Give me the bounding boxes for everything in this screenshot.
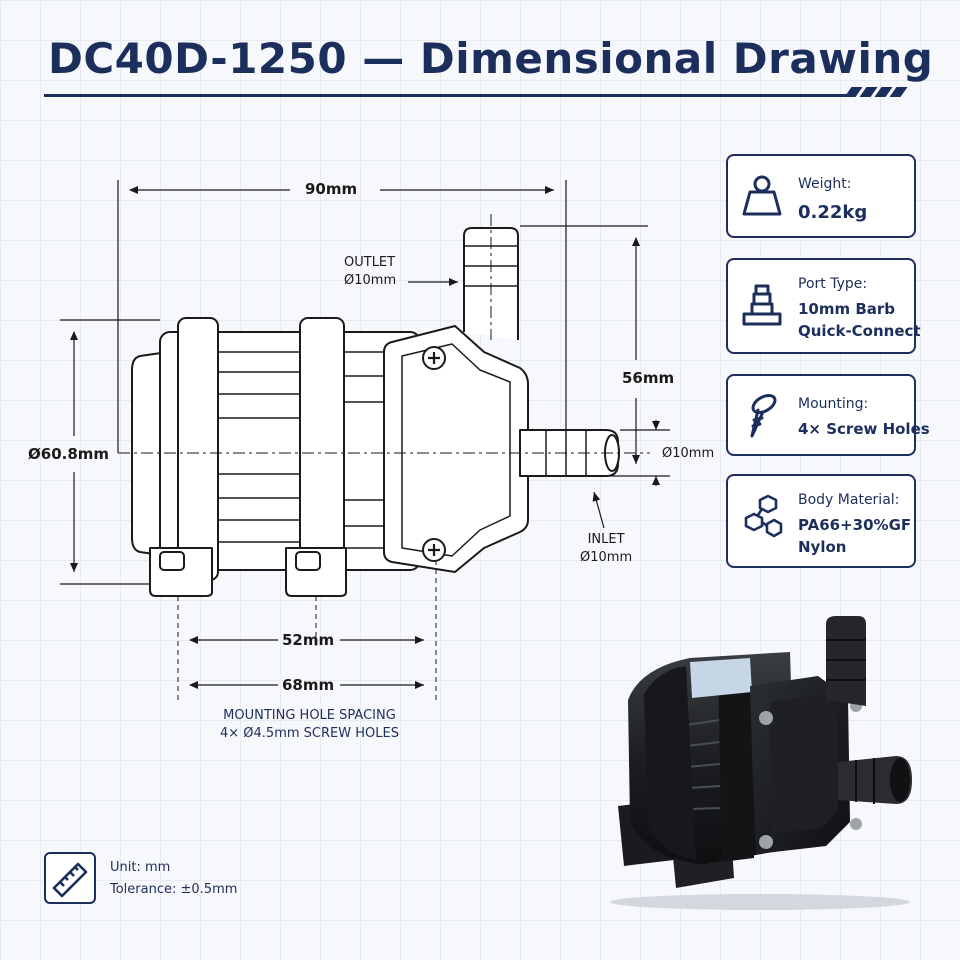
spec-card-weight: Weight: 0.22kg [726,154,916,238]
outlet-label: OUTLET Ø10mm [344,254,396,290]
weight-icon [742,175,782,216]
mounting-foot-right [285,547,347,597]
spec-port-label: Port Type: [798,276,868,292]
molecule-icon [744,494,783,538]
inlet-label: INLET Ø10mm [580,531,632,567]
pump-product-render [610,616,912,910]
mounting-note-line2: 4× Ø4.5mm SCREW HOLES [220,726,399,741]
mounting-note-line1: MOUNTING HOLE SPACING [223,708,396,723]
title-underline [44,94,850,97]
spec-card-port-type: Port Type: 10mm Barb Quick-Connect [726,258,921,354]
mounting-note: MOUNTING HOLE SPACING 4× Ø4.5mm SCREW HO… [220,707,399,743]
dim-port-diameter: Ø10mm [662,446,715,461]
spec-material-label: Body Material: [798,492,900,508]
spec-mounting-value: 4× Screw Holes [798,420,930,438]
inlet-diameter: Ø10mm [580,550,633,565]
spec-material-value-line2: Nylon [798,538,847,556]
spec-weight-value: 0.22kg [798,202,868,223]
dim-diameter: Ø60.8mm [28,445,110,463]
ruler-icon-frame [44,852,96,904]
spec-weight-label: Weight: [798,176,852,192]
dim-overall-length: 90mm [305,180,358,198]
outlet-title: OUTLET [344,255,396,270]
screw-icon [750,393,777,438]
mounting-foot-left [149,547,213,597]
pump-head [383,325,529,573]
spec-card-mounting: Mounting: 4× Screw Holes [726,374,930,456]
tolerance-label: Tolerance: ±0.5mm [110,882,238,897]
front-clamp-band [177,317,219,581]
spec-port-value-line1: 10mm Barb [798,300,896,318]
spec-port-value-line2: Quick-Connect [798,322,921,340]
spec-mounting-label: Mounting: [798,396,869,412]
dim-hole-spacing-inner: 52mm [282,631,335,649]
page-title: DC40D-1250 — Dimensional Drawing [48,34,934,83]
cooling-fins [212,351,390,549]
rear-clamp-band [299,317,345,581]
inlet-title: INLET [587,532,625,547]
dim-height: 56mm [622,369,675,387]
ruler-icon [52,862,88,898]
barb-fitting-icon [742,284,782,326]
spec-card-material: Body Material: PA66+30%GF Nylon [726,474,916,568]
spec-material-value-line1: PA66+30%GF [798,516,912,534]
dim-hole-spacing-outer: 68mm [282,676,335,694]
outlet-diameter: Ø10mm [344,273,397,288]
unit-label: Unit: mm [110,860,171,875]
